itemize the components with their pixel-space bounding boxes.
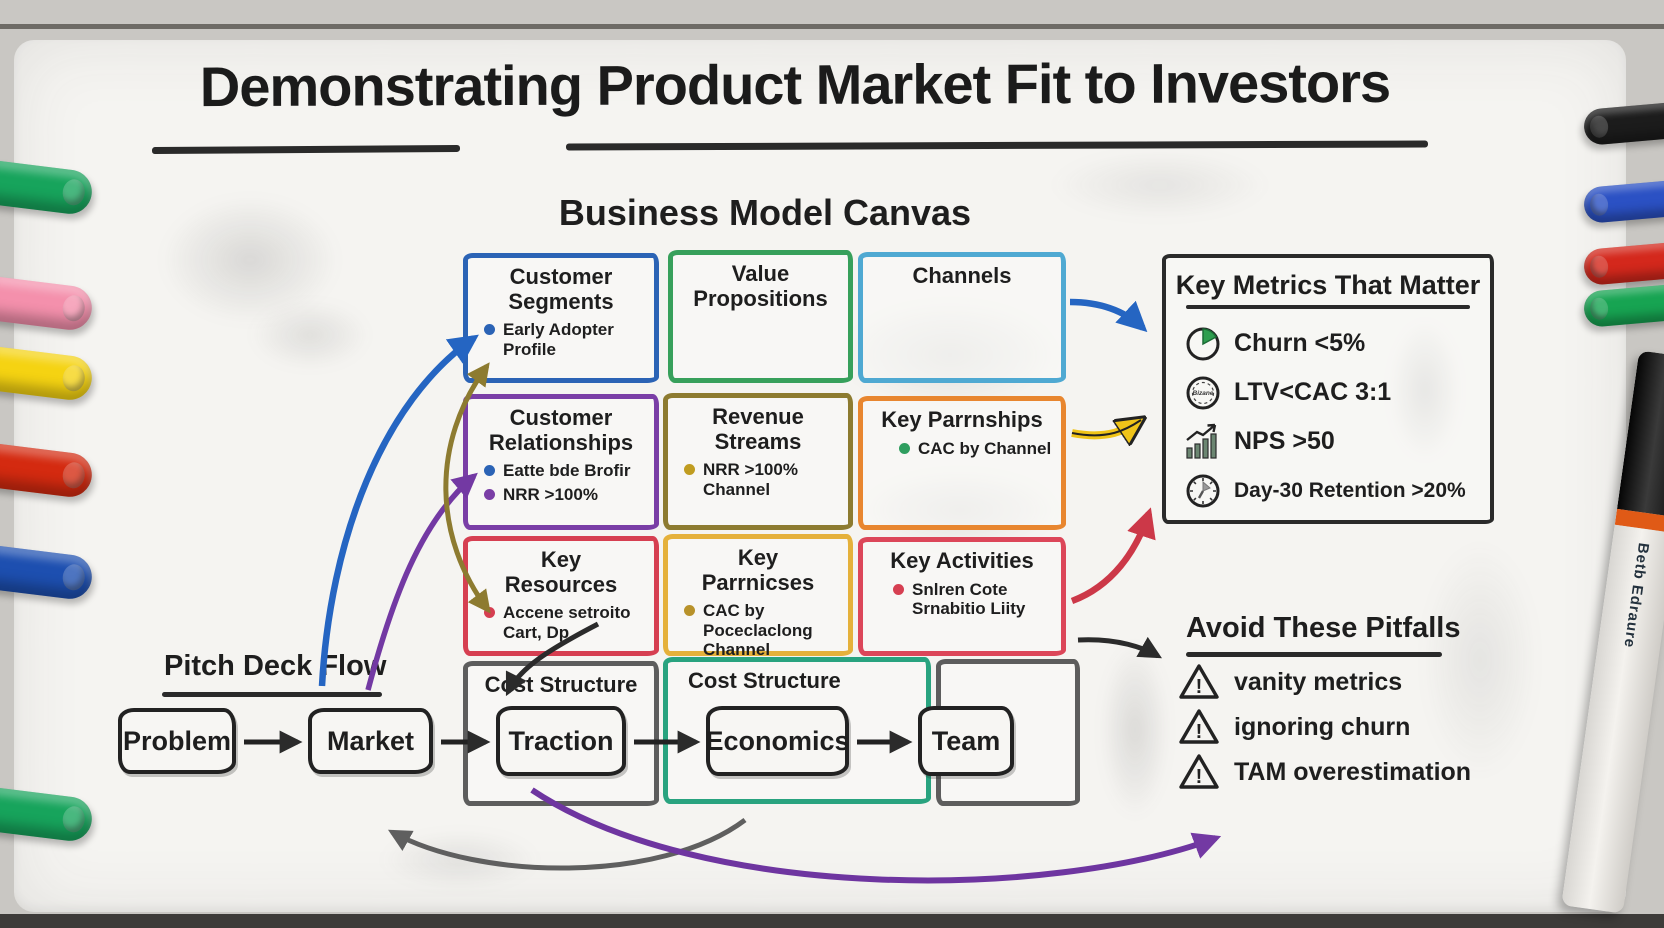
svg-text:!: ! (1196, 766, 1203, 788)
canvas-heading: Business Model Canvas (558, 192, 972, 233)
bullet-item: Eatte bde Brofir (484, 461, 646, 481)
bullet-dot (899, 442, 910, 454)
pitch-flow-underline (162, 692, 382, 697)
pitfall-ignoring-churn: ! ignoring churn (1178, 707, 1410, 747)
whiteboard-frame-bottom (0, 914, 1664, 928)
box-title: Key Resources (504, 547, 618, 597)
flow-step-market: Market (308, 708, 433, 774)
metric-row-ltv-cac: Bizane LTV<CAC 3:1 (1166, 368, 1490, 417)
pie-chart-icon (1186, 327, 1220, 360)
box-title (941, 664, 1075, 671)
pitfall-vanity-metrics: ! vanity metrics (1178, 662, 1402, 702)
bullet-dot (484, 324, 495, 336)
metric-row-nps: NPS >50 (1166, 417, 1490, 466)
canvas-box-value-propositions: Value Propositions (668, 250, 853, 383)
canvas-box-key-resources: Key Resources Accene setroito Cart, Dp (463, 536, 659, 656)
bullet-dot (684, 464, 695, 476)
key-metrics-panel: Key Metrics That Matter Churn <5% Bizane… (1162, 254, 1494, 524)
bullet-dot (484, 465, 495, 477)
marker-pen-red-right (1582, 242, 1664, 286)
svg-text:Bizane: Bizane (1193, 390, 1214, 397)
pitch-deck-flow-heading: Pitch Deck Flow (164, 650, 387, 682)
bullet-item: CAC by Channel (899, 439, 1053, 459)
box-title: Customer Relationships (488, 405, 634, 455)
bullet-item: NRR >100% (484, 485, 646, 505)
box-title: Value Propositions (693, 261, 828, 311)
bullet-item: CAC by Poceclaclong Channel (684, 601, 840, 660)
canvas-box-key-partners: Key Parrnicses CAC by Poceclaclong Chann… (663, 534, 853, 659)
box-title: Key Parrnicses (701, 545, 815, 595)
box-title: Cost Structure (688, 668, 841, 693)
warning-icon: ! (1179, 754, 1219, 789)
box-title: Customer Segments (508, 264, 614, 314)
flow-step-economics: Economics (705, 706, 850, 776)
box-title: Cost Structure (484, 672, 638, 697)
bullet-item: Early Adopter Profile (484, 320, 646, 359)
svg-text:!: ! (1196, 721, 1203, 743)
canvas-box-channels: Channels (858, 252, 1066, 383)
marker-pen-blue-right (1582, 180, 1664, 224)
canvas-box-key-partnerships: Key Parrnships CAC by Channel (858, 396, 1066, 530)
flow-step-traction: Traction (496, 706, 626, 776)
canvas-box-customer-relationships: Customer Relationships Eatte bde Brofir … (463, 394, 659, 530)
canvas-box-customer-segments: Customer Segments Early Adopter Profile (463, 253, 659, 383)
warning-icon: ! (1179, 664, 1219, 699)
box-title: Key Activities (890, 548, 1034, 573)
pitfalls-underline (1186, 652, 1442, 657)
flow-step-problem: Problem (118, 708, 236, 774)
box-title: Key Parrnships (881, 407, 1043, 432)
key-metrics-heading: Key Metrics That Matter (1175, 270, 1481, 300)
bullet-dot (684, 605, 695, 617)
bullet-dot (484, 488, 495, 500)
coin-icon: Bizane (1186, 376, 1220, 409)
bullet-dot (893, 583, 904, 595)
box-title: Revenue Streams (712, 404, 804, 454)
canvas-box-key-activities: Key Activities Snlren Cote Srnabitio Lii… (858, 537, 1066, 656)
pitfalls-heading: Avoid These Pitfalls (1186, 612, 1461, 644)
warning-icon: ! (1179, 709, 1219, 744)
marker-pen-black (1582, 102, 1664, 146)
svg-text:!: ! (1196, 676, 1203, 698)
growth-chart-icon (1186, 423, 1217, 459)
whiteboard-frame-top (0, 24, 1664, 29)
bullet-item: Snlren Cote Srnabitio Liity (893, 580, 1053, 619)
metric-row-retention: Day-30 Retention >20% (1166, 466, 1490, 515)
bullet-item: NRR >100% Channel (684, 460, 840, 499)
key-metrics-underline (1186, 305, 1470, 309)
box-title: Channels (912, 263, 1012, 288)
canvas-box-revenue-streams: Revenue Streams NRR >100% Channel (663, 393, 853, 530)
clock-icon (1186, 474, 1220, 507)
bullet-dot (484, 607, 495, 619)
flow-step-team: Team (918, 706, 1014, 776)
pitfall-tam-overestimation: ! TAM overestimation (1178, 752, 1471, 792)
page-title: Demonstrating Product Market Fit to Inve… (199, 50, 1391, 119)
metric-row-churn: Churn <5% (1166, 319, 1490, 368)
bullet-item: Accene setroito Cart, Dp (484, 603, 646, 642)
marker-pen-green-right (1582, 284, 1664, 328)
